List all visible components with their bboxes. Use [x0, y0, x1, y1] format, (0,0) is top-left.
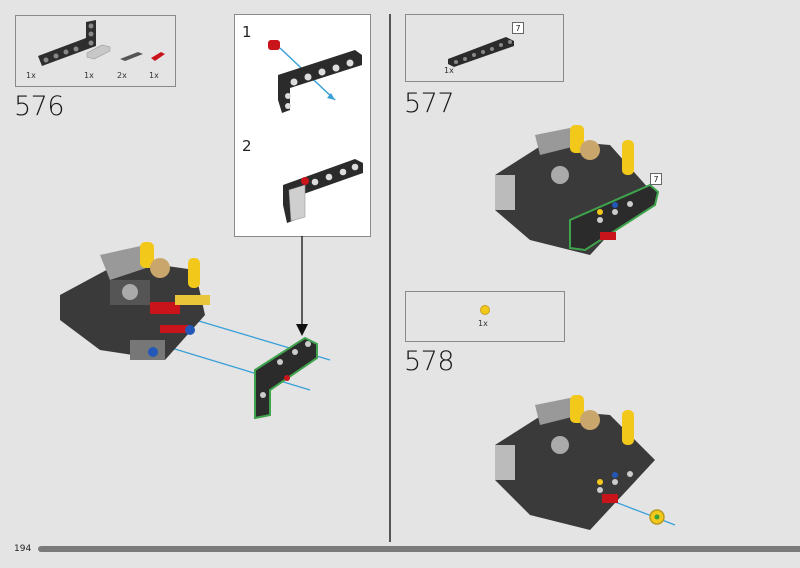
substep-1-illustration — [268, 40, 362, 113]
parts-list-578: 1x — [405, 291, 565, 342]
assembly-576-illustration — [60, 242, 331, 420]
connector-part-icon — [86, 44, 111, 60]
callout-pointer-arrow — [296, 236, 308, 336]
substep-number: 2 — [242, 137, 252, 155]
part-qty: 1x — [26, 71, 36, 80]
step-number: 577 — [404, 88, 455, 119]
l-beam-part-icon — [38, 20, 96, 66]
column-divider — [389, 14, 391, 542]
parts-list-577: 7 1x — [405, 14, 564, 82]
assembly-577-illustration — [495, 125, 660, 255]
red-pin-part-icon — [151, 52, 165, 61]
length-badge: 7 — [650, 173, 662, 185]
assembly-578-illustration — [495, 395, 676, 530]
substep-number: 1 — [242, 23, 252, 41]
part-qty: 1x — [444, 66, 454, 75]
part-qty: 1x — [149, 71, 159, 80]
page-progress-bar — [38, 546, 800, 552]
grey-pin-part-icon — [120, 52, 143, 61]
part-qty: 1x — [478, 319, 488, 328]
page-number: 194 — [14, 544, 32, 554]
step-number: 578 — [404, 346, 455, 377]
parts-list-576: 1x 1x 2x 1x — [15, 15, 176, 87]
step-number: 576 — [14, 91, 65, 122]
substep-2-illustration — [283, 159, 363, 223]
beam-7-part-icon — [448, 37, 514, 67]
yellow-bush-part-icon — [480, 305, 490, 315]
length-badge: 7 — [512, 22, 524, 34]
part-qty: 1x — [84, 71, 94, 80]
part-qty: 2x — [117, 71, 127, 80]
substep-callout: 1 2 — [234, 14, 371, 237]
